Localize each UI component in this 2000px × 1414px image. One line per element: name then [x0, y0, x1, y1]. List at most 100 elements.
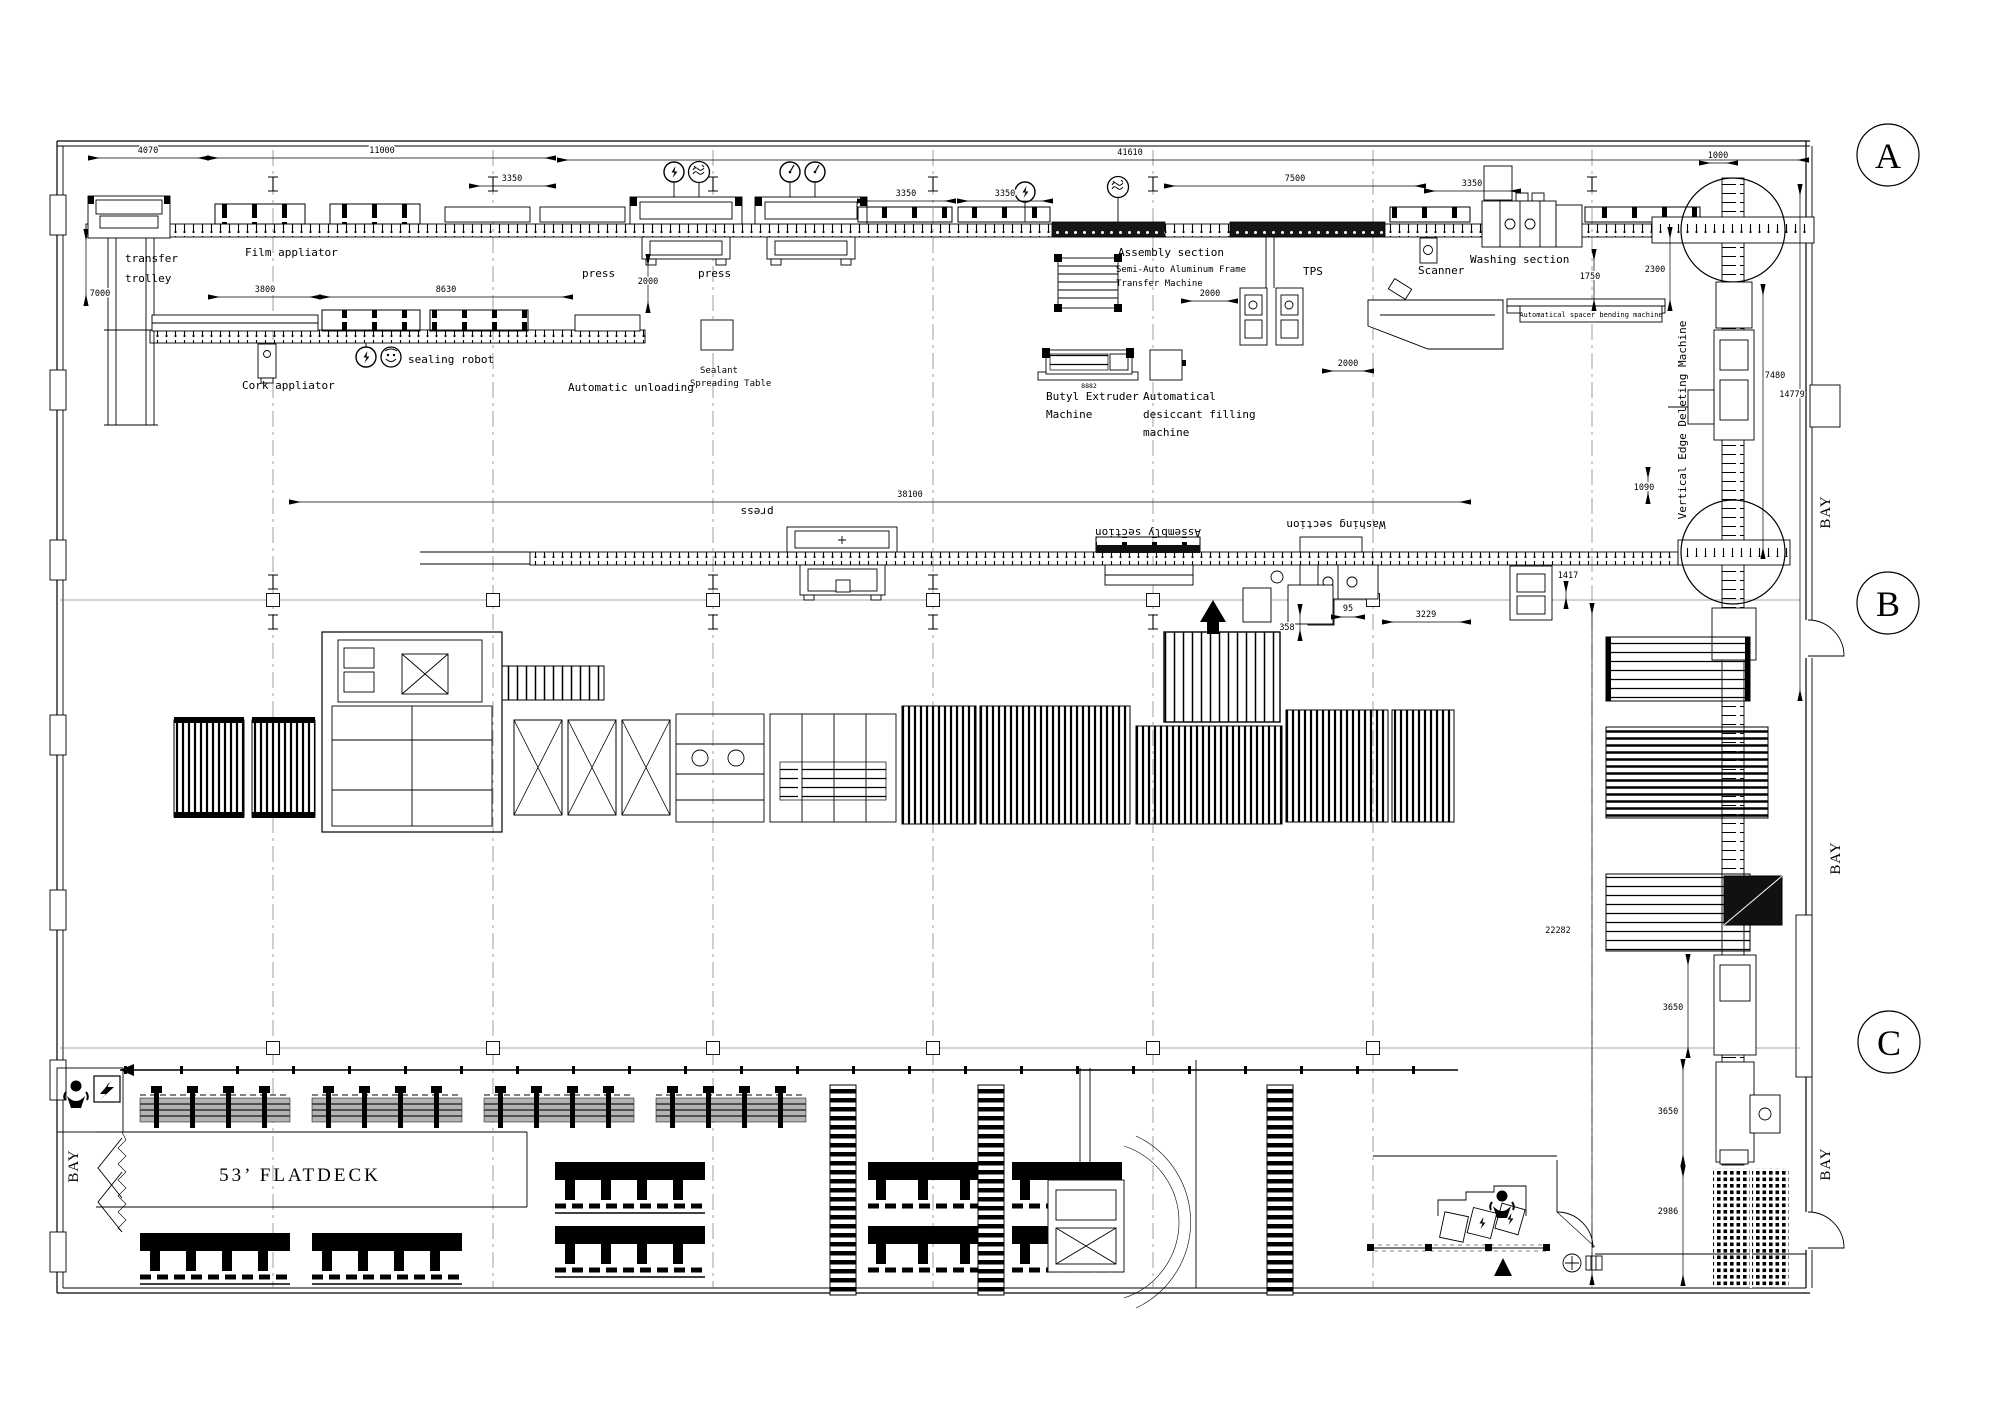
- spacer-bending-area: Automatical spacer bending machine: [1367, 277, 1666, 350]
- flatdeck-zone: 53’ FLATDECK: [96, 1131, 528, 1233]
- svg-text:38100: 38100: [897, 490, 923, 500]
- grid-letter-a: A: [1875, 136, 1901, 176]
- grid-letter-b: B: [1876, 584, 1900, 624]
- svg-text:3229: 3229: [1416, 610, 1436, 620]
- svg-text:2000: 2000: [638, 277, 658, 287]
- control-box-2: [1287, 584, 1334, 625]
- conveyor-frame-1: [444, 206, 531, 223]
- glass-rack-2: [251, 719, 316, 818]
- dim-1750: 1750: [1578, 249, 1602, 311]
- electric-panel-icon: [93, 1075, 121, 1103]
- film-applicator-conveyor-2: [329, 203, 421, 225]
- door-gap-2: [1802, 1212, 1814, 1250]
- dim-1090: 1090: [1632, 467, 1656, 504]
- dim-11000: 11000: [207, 145, 556, 161]
- svg-text:22282: 22282: [1545, 926, 1571, 936]
- butyl-extruder: 8882: [1037, 348, 1139, 390]
- door-swing-2: [1807, 1211, 1845, 1249]
- process-machine-2: [769, 713, 897, 823]
- press-label-1: press: [582, 267, 615, 280]
- gauge-icon: [804, 161, 826, 183]
- press-label-2: press: [698, 267, 731, 280]
- dim-3350-4: 3350: [1424, 178, 1521, 194]
- power-gauge-icon: [664, 162, 684, 182]
- conveyor-cork: [149, 329, 646, 344]
- wash-symbol-icon: [687, 160, 711, 184]
- slat-tower: [1163, 631, 1281, 723]
- bay-label-right-1: BAY: [1818, 495, 1834, 528]
- gauge-icon: [779, 161, 801, 183]
- scanner-label: Scanner: [1418, 264, 1465, 277]
- door-swing-1: [1807, 619, 1845, 657]
- conveyor-frame-5: [1389, 206, 1471, 223]
- lightning-panels: [1437, 1185, 1527, 1243]
- flatdeck-label: 53’ FLATDECK: [219, 1165, 381, 1186]
- bottom-bay: 53’ FLATDECK: [63, 1064, 1806, 1309]
- cork-unit: [257, 343, 277, 384]
- dim-7480: 7480: [1760, 284, 1787, 559]
- door-gap-1: [1802, 620, 1814, 658]
- black-rack-row: [868, 1226, 978, 1270]
- dim-8630: 8630: [319, 284, 573, 300]
- tower-machine: [321, 631, 503, 833]
- slat-block-4: [1285, 709, 1389, 823]
- svg-text:2000: 2000: [1338, 359, 1358, 369]
- svg-text:7480: 7480: [1765, 371, 1785, 381]
- conveyor-frame-2: [539, 206, 626, 223]
- sealing-robot-label: sealing robot: [408, 353, 494, 366]
- power-gauge-icon: [1015, 182, 1035, 202]
- washing-section-label: Washing section: [1470, 253, 1569, 266]
- dim-2986: 2986: [1656, 1166, 1686, 1286]
- bay-label-right-3: BAY: [1818, 1147, 1834, 1180]
- crate: [513, 719, 563, 816]
- corner-room: [56, 1067, 124, 1133]
- wall-bump-topright: [1809, 384, 1841, 428]
- press-machine-b: [786, 526, 898, 601]
- press-label-mirrored: press: [740, 505, 773, 518]
- wall-window-notches: [49, 194, 67, 1273]
- bay-label-right-2: BAY: [1828, 841, 1844, 874]
- dim-22282: 22282: [1544, 603, 1595, 1285]
- svg-text:41610: 41610: [1117, 148, 1143, 158]
- side-unit: [1749, 1094, 1781, 1134]
- dim-14779: 14779: [1778, 184, 1806, 701]
- svg-text:7500: 7500: [1285, 174, 1305, 184]
- cork-applicator-label: Cork appliator: [242, 379, 335, 392]
- sealant-label-2: Spreading Table: [690, 379, 771, 389]
- crate: [621, 719, 671, 816]
- dim-2000-a: 2000: [1181, 288, 1238, 304]
- black-rack-row: [555, 1162, 705, 1213]
- black-rack-row: [140, 1233, 290, 1284]
- machine-labels: transfer trolley Film appliator press pr…: [66, 246, 1844, 1183]
- aluminum-frame-rack: [1054, 254, 1122, 312]
- tps-robots: [1239, 237, 1304, 346]
- glass-piece: [1387, 277, 1413, 301]
- transfer-trolley: [87, 195, 171, 426]
- butyl-label-1: Butyl Extruder: [1046, 390, 1139, 403]
- wash-symbol-icon: [1106, 175, 1130, 199]
- dim-1000: 1000: [1699, 150, 1738, 166]
- press-machine-2: [754, 161, 868, 266]
- dim-41610: 41610: [557, 147, 1809, 163]
- dim-2000-b: 2000: [1322, 358, 1374, 374]
- conveyor-b: [529, 551, 1679, 566]
- ramp-conveyor: [501, 665, 605, 701]
- control-box-1: [1242, 587, 1272, 623]
- svg-text:14779: 14779: [1779, 390, 1805, 400]
- dim-3800: 3800: [208, 284, 321, 300]
- sealing-conveyor-2: [429, 309, 529, 332]
- dim-358: 358: [1278, 604, 1303, 641]
- dim-2000-press: 2000: [636, 254, 660, 313]
- glass-rack-row: [483, 1085, 635, 1129]
- small-robot-icon: [1270, 570, 1284, 584]
- svg-text:3350: 3350: [896, 189, 916, 199]
- dim-7000: 7000: [83, 229, 112, 306]
- grid-letter-bubbles: A B C: [1856, 123, 1921, 1074]
- svg-text:8630: 8630: [436, 285, 456, 295]
- slat-block-3: [1135, 725, 1283, 825]
- dim-7500: 7500: [1164, 173, 1426, 189]
- svg-text:2000: 2000: [1200, 289, 1220, 299]
- glass-rack-row: [139, 1085, 291, 1129]
- tilting-station: [1047, 1068, 1191, 1309]
